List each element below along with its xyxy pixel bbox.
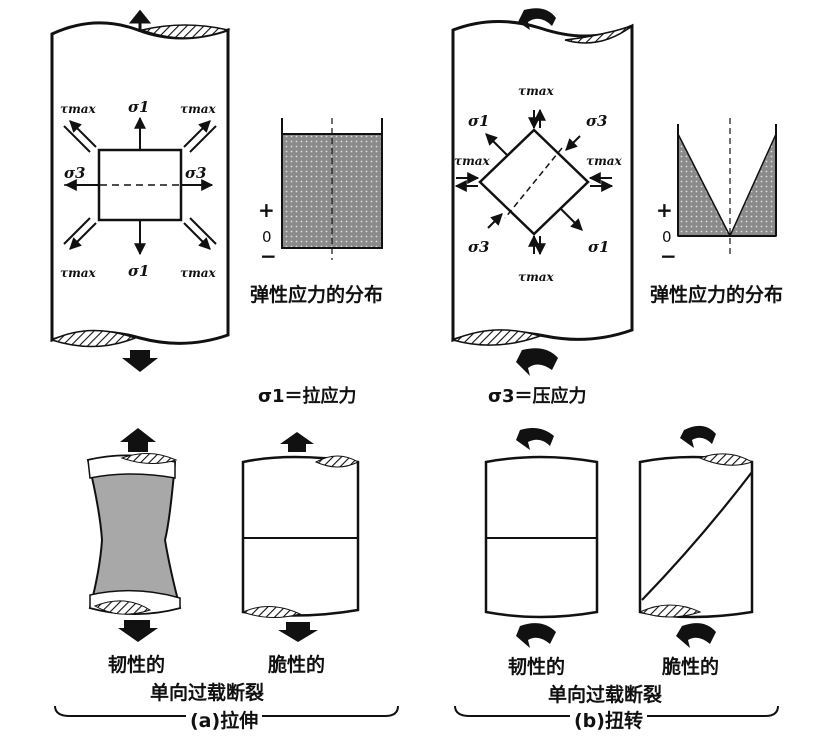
- dist-a-plus: +: [258, 198, 275, 222]
- torsion-ductile-label: 韧性的: [508, 656, 566, 678]
- dist-b-plus: +: [656, 198, 673, 222]
- fracture-caption-b: 单向过载断裂: [548, 684, 663, 706]
- dist-b-zero: 0: [662, 228, 672, 246]
- sigma1-bottom-label: σ1: [128, 262, 150, 280]
- dist-b-caption: 弹性应力的分布: [650, 284, 784, 306]
- tau-max-top-right: τmax: [180, 102, 216, 116]
- panel-a-label: (a)拉伸: [186, 706, 263, 733]
- tau-max-left: τmax: [454, 154, 490, 168]
- dist-a-zero: 0: [262, 228, 272, 246]
- equation-a: σ1＝拉应力: [258, 386, 357, 407]
- sigma3-top-right-label: σ3: [586, 112, 608, 130]
- tension-brittle-specimen: [241, 432, 360, 642]
- dist-b-minus: −: [660, 244, 677, 268]
- tau-max-right: τmax: [586, 154, 622, 168]
- torque-arrow-bottom: [516, 348, 558, 376]
- sigma1-top-label: σ1: [128, 98, 150, 116]
- equation-b: σ3＝压应力: [488, 386, 587, 407]
- tau-max-top: τmax: [518, 84, 554, 98]
- tau-max-bottom-right: τmax: [180, 266, 216, 280]
- torsion-specimen: [450, 8, 634, 376]
- tension-arrow-bottom: [122, 350, 158, 372]
- dist-a-minus: −: [260, 244, 277, 268]
- sigma1-bottom-right-label: σ1: [588, 238, 610, 256]
- dist-a-caption: 弹性应力的分布: [250, 284, 384, 306]
- tau-max-top-left: τmax: [60, 102, 96, 116]
- top-break-hatch: [139, 24, 231, 39]
- tension-specimen: [49, 9, 231, 372]
- sigma3-right-label: σ3: [185, 164, 207, 182]
- torsion-ductile-specimen: [484, 428, 599, 648]
- torque-arrow-top: [518, 8, 556, 30]
- tau-max-bottom-left: τmax: [60, 266, 96, 280]
- torsion-brittle-specimen: [638, 425, 754, 648]
- tension-stress-distribution: [281, 118, 383, 260]
- sigma3-left-label: σ3: [64, 164, 86, 182]
- torsion-brittle-label: 脆性的: [662, 656, 720, 678]
- tension-ductile-label: 韧性的: [108, 654, 166, 676]
- tau-max-bottom: τmax: [518, 270, 554, 284]
- torsion-stress-distribution: [677, 118, 777, 258]
- sigma3-bottom-left-label: σ3: [468, 238, 490, 256]
- sigma1-top-left-label: σ1: [468, 112, 490, 130]
- tension-arrow-top: [128, 9, 152, 32]
- tension-brittle-label: 脆性的: [268, 654, 326, 676]
- panel-b-label: (b)扭转: [570, 706, 647, 733]
- tension-ductile-specimen: [86, 428, 182, 642]
- bottom-break-hatch: [49, 329, 138, 348]
- fracture-caption-a: 单向过载断裂: [150, 682, 265, 704]
